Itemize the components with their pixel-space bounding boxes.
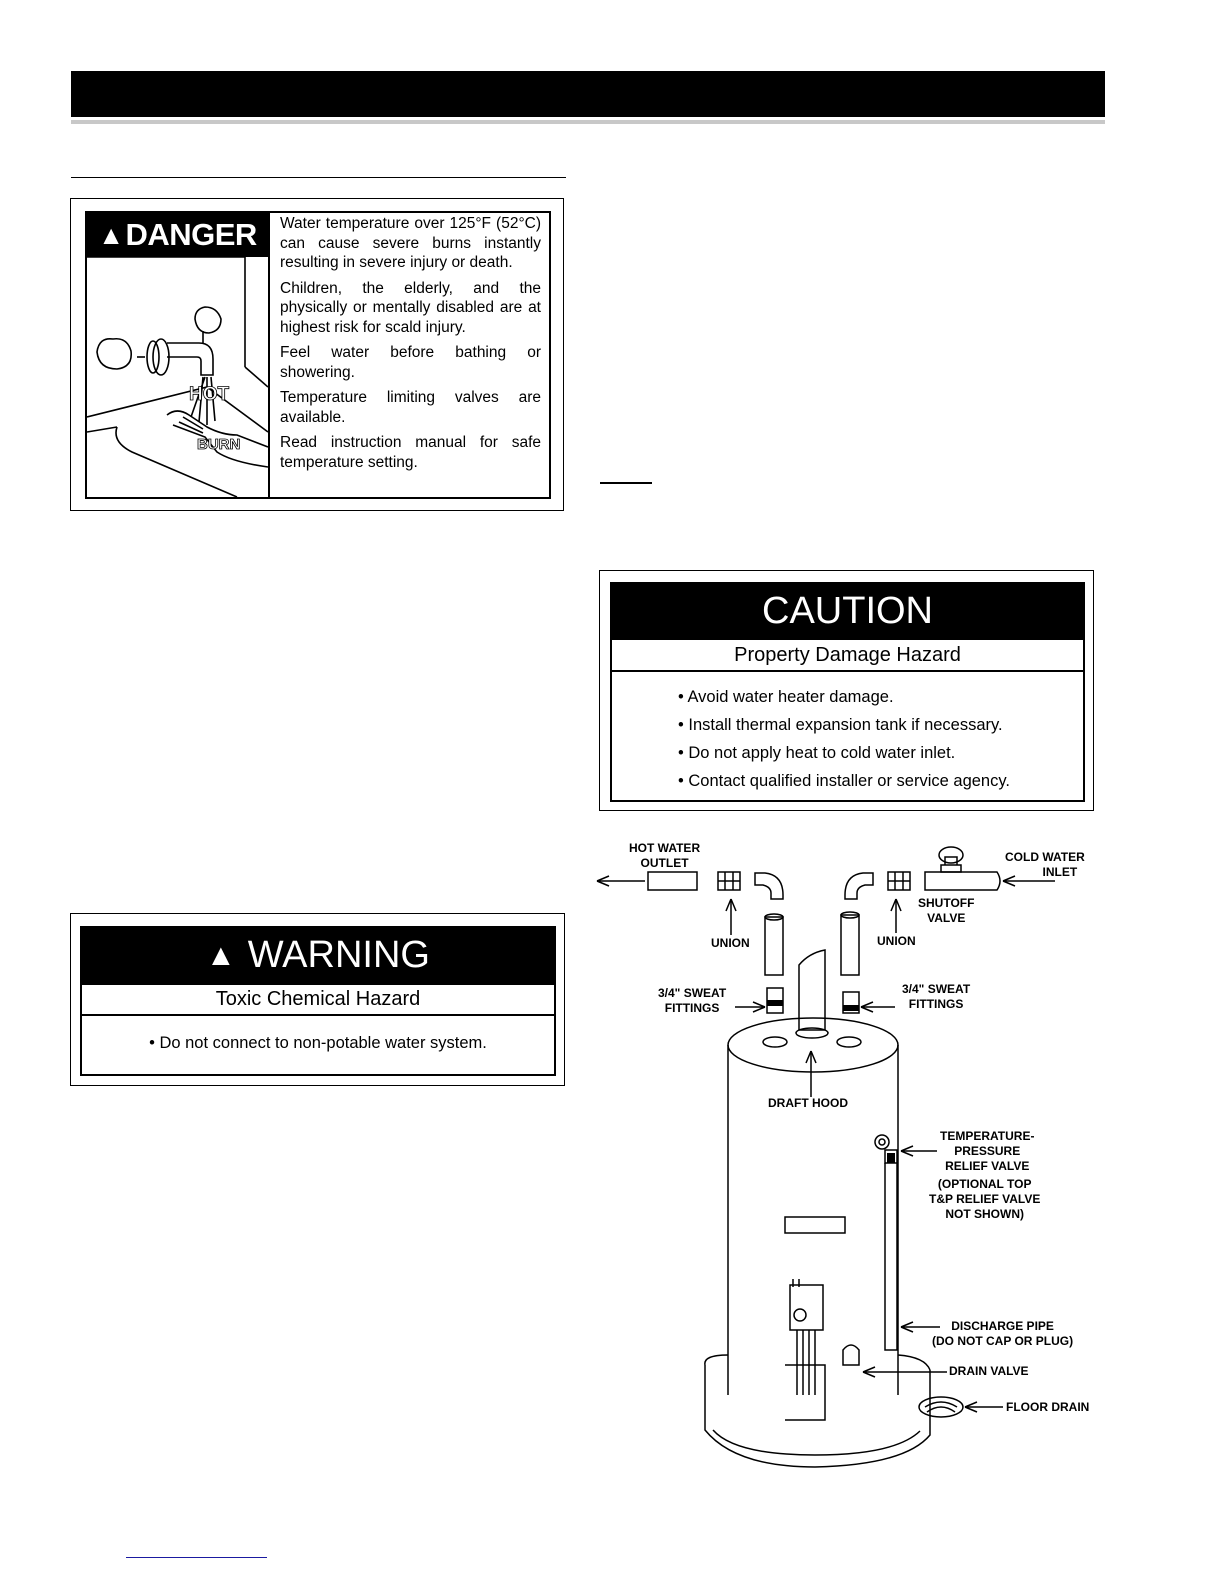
caution-label-border bbox=[610, 582, 1085, 802]
danger-paragraph: Temperature limiting valves are availabl… bbox=[280, 389, 541, 426]
floor-drain-label: FLOOR DRAIN bbox=[1006, 1400, 1090, 1414]
caution-subtitle: Property Damage Hazard bbox=[612, 638, 1083, 672]
label-line: (OPTIONAL TOP bbox=[937, 1177, 1032, 1191]
water-heater-diagram: HOT WATER OUTLET COLD WATER INLET SHUTOF… bbox=[585, 835, 1105, 1475]
union-right-label: UNION bbox=[877, 934, 916, 948]
note-underline bbox=[600, 482, 652, 484]
label-line: NOT SHOWN) bbox=[945, 1207, 1024, 1221]
shutoff-valve-label: SHUTOFF VALVE bbox=[918, 896, 974, 926]
alert-triangle-icon: ▲ bbox=[206, 938, 236, 972]
label-line: COLD WATER bbox=[1005, 850, 1085, 864]
burn-text: BURN bbox=[197, 436, 240, 453]
label-line: HOT WATER bbox=[629, 841, 701, 855]
label-line: T&P RELIEF VALVE bbox=[929, 1192, 1041, 1206]
water-heater-drawing bbox=[596, 846, 1055, 1468]
caution-item: • Install thermal expansion tank if nece… bbox=[678, 716, 1003, 734]
danger-header: ▲ DANGER bbox=[87, 213, 268, 257]
danger-message: Water temperature over 125°F (52°C) can … bbox=[280, 214, 541, 478]
caution-label-frame bbox=[599, 570, 1094, 811]
header-bar bbox=[71, 71, 1105, 117]
label-line: RELIEF VALVE bbox=[945, 1159, 1030, 1173]
header-rule bbox=[71, 120, 1105, 124]
caution-list: • Avoid water heater damage. • Install t… bbox=[678, 683, 1078, 795]
label-line: SHUTOFF bbox=[918, 896, 975, 910]
label-line: OUTLET bbox=[640, 856, 689, 870]
label-line: FITTINGS bbox=[908, 997, 964, 1011]
warning-subtitle: Toxic Chemical Hazard bbox=[82, 983, 554, 1016]
drain-valve-label: DRAIN VALVE bbox=[949, 1364, 1029, 1378]
caution-title: CAUTION bbox=[612, 584, 1083, 638]
section-rule bbox=[71, 177, 566, 178]
hot-water-outlet-label: HOT WATER OUTLET bbox=[629, 841, 700, 871]
label-line: 3/4" SWEAT bbox=[658, 986, 727, 1000]
tp-optional-note: (OPTIONAL TOP T&P RELIEF VALVE NOT SHOWN… bbox=[929, 1177, 1040, 1222]
discharge-pipe-label: DISCHARGE PIPE (DO NOT CAP OR PLUG) bbox=[932, 1319, 1073, 1349]
warning-item: • Do not connect to non-potable water sy… bbox=[149, 1034, 487, 1052]
caution-item: • Avoid water heater damage. bbox=[678, 688, 894, 706]
sweat-fittings-left-label: 3/4" SWEAT FITTINGS bbox=[658, 986, 726, 1016]
danger-paragraph: Feel water before bathing or showering. bbox=[280, 344, 541, 381]
tp-relief-valve-label: TEMPERATURE- PRESSURE RELIEF VALVE bbox=[940, 1129, 1034, 1174]
label-line: INLET bbox=[1042, 865, 1078, 879]
hot-text: HOT bbox=[189, 384, 230, 405]
warning-label-border bbox=[80, 926, 556, 1076]
footer-link-rule bbox=[126, 1557, 267, 1558]
label-line: FITTINGS bbox=[664, 1001, 720, 1015]
union-left-label: UNION bbox=[711, 936, 750, 950]
danger-paragraph: Children, the elderly, and the physicall… bbox=[280, 279, 541, 336]
danger-paragraph: Read instruction manual for safe tempera… bbox=[280, 434, 541, 471]
draft-hood-label: DRAFT HOOD bbox=[768, 1096, 848, 1110]
warning-label-frame bbox=[70, 913, 565, 1086]
label-line: TEMPERATURE- bbox=[940, 1129, 1035, 1143]
label-line: 3/4" SWEAT bbox=[902, 982, 971, 996]
danger-divider bbox=[268, 213, 270, 497]
danger-label-border bbox=[85, 211, 551, 499]
label-line: (DO NOT CAP OR PLUG) bbox=[932, 1334, 1074, 1348]
label-line: PRESSURE bbox=[954, 1144, 1021, 1158]
danger-header-text: DANGER bbox=[125, 217, 257, 252]
alert-triangle-icon: ▲ bbox=[98, 219, 124, 250]
warning-list: • Do not connect to non-potable water sy… bbox=[82, 1034, 554, 1053]
label-line: VALVE bbox=[927, 911, 966, 925]
caution-item: • Contact qualified installer or service… bbox=[678, 772, 1010, 790]
warning-title: ▲ WARNING bbox=[82, 928, 554, 983]
scald-hazard-illustration: HOT BURN bbox=[87, 257, 268, 497]
warning-title-text: WARNING bbox=[247, 934, 430, 976]
sweat-fittings-right-label: 3/4" SWEAT FITTINGS bbox=[902, 982, 970, 1012]
cold-water-inlet-label: COLD WATER INLET bbox=[1005, 850, 1085, 880]
caution-item: • Do not apply heat to cold water inlet. bbox=[678, 744, 956, 762]
danger-paragraph: Water temperature over 125°F (52°C) can … bbox=[280, 215, 541, 271]
danger-label-frame bbox=[70, 198, 564, 511]
label-line: DISCHARGE PIPE bbox=[951, 1319, 1054, 1333]
